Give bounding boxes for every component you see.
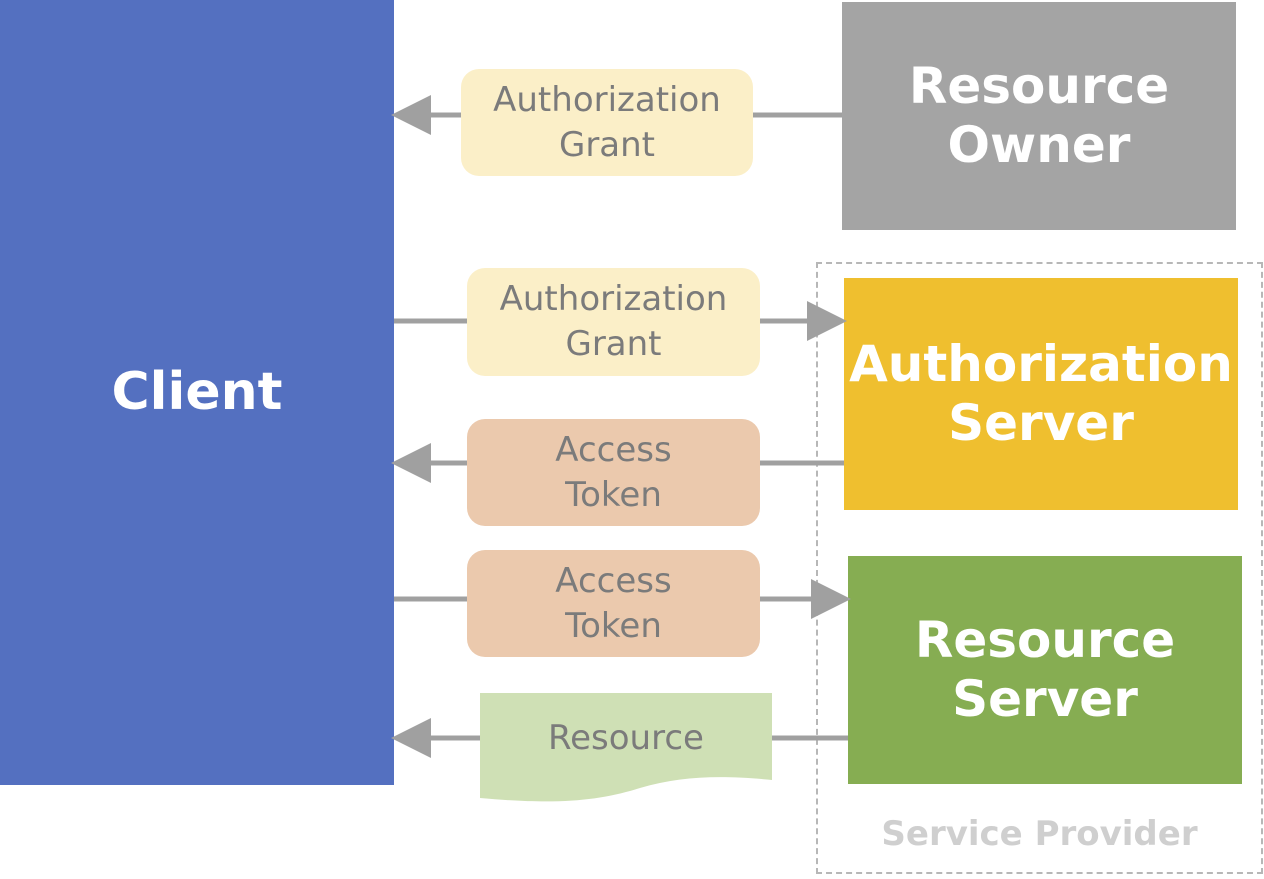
authorization-server-label: Authorization Server <box>849 335 1233 452</box>
access-token-from-server-pill: Access Token <box>467 419 760 526</box>
resource-document-icon <box>480 693 772 802</box>
authorization-grant-to-server-label: Authorization Grant <box>499 279 728 364</box>
resource-server-label: Resource Server <box>914 611 1176 728</box>
client-node: Client <box>0 0 394 785</box>
access-token-to-resource-server-pill: Access Token <box>467 550 760 657</box>
authorization-server-node: Authorization Server <box>844 278 1238 510</box>
resource-label: Resource <box>548 718 704 758</box>
resource-server-node: Resource Server <box>848 556 1242 784</box>
client-label: Client <box>111 361 283 422</box>
service-provider-group <box>816 262 1263 874</box>
authorization-grant-to-server-pill: Authorization Grant <box>467 268 760 376</box>
access-token-to-resource-server-label: Access Token <box>555 560 672 646</box>
authorization-grant-from-owner-pill: Authorization Grant <box>461 69 753 176</box>
access-token-from-server-label: Access Token <box>555 429 672 515</box>
resource-owner-label: Resource Owner <box>908 57 1170 174</box>
resource-owner-node: Resource Owner <box>842 2 1236 230</box>
resource-document-shape: Resource <box>480 693 772 805</box>
authorization-grant-from-owner-label: Authorization Grant <box>493 79 721 165</box>
service-provider-label: Service Provider <box>881 814 1198 854</box>
